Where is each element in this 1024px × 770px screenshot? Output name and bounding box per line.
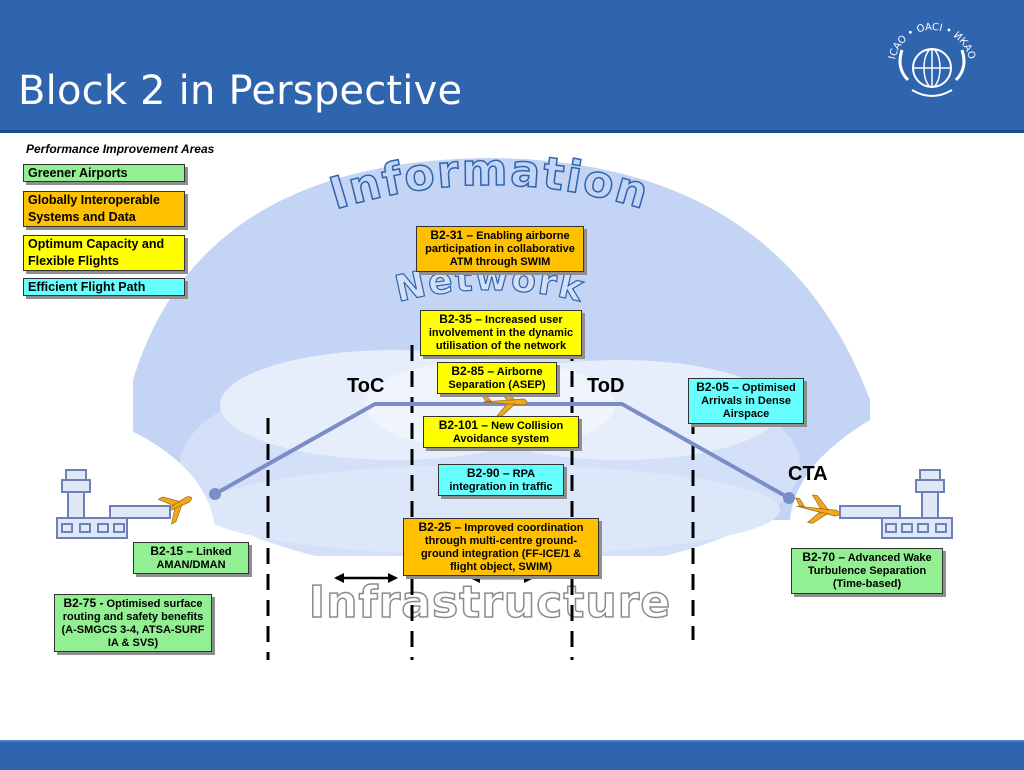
legend-globally-interoperable: Globally Interoperable Systems and Data: [23, 191, 185, 227]
module-b2-25: B2-25 – Improved coordination through mu…: [403, 518, 599, 576]
module-b2-101: B2-101 – New Collision Avoidance system: [423, 416, 579, 448]
module-b2-75: B2-75 - Optimised surface routing and sa…: [54, 594, 212, 652]
module-b2-70: B2-70 – Advanced Wake Turbulence Separat…: [791, 548, 943, 594]
module-b2-85: B2-85 – Airborne Separation (ASEP): [437, 362, 557, 394]
slide-footer: [0, 740, 1024, 770]
arrival-point: [783, 492, 795, 504]
infrastructure-label: Infrastructure: [309, 577, 671, 628]
cta-label: CTA: [788, 463, 828, 485]
module-b2-35: B2-35 – Increased user involvement in th…: [420, 310, 582, 356]
flight-path: [214, 402, 790, 500]
legend-greener-airports: Greener Airports: [23, 164, 185, 182]
legend-optimum-capacity: Optimum Capacity and Flexible Flights: [23, 235, 185, 271]
module-b2-15: B2-15 – Linked AMAN/DMAN: [133, 542, 249, 574]
legend-efficient-flight-path: Efficient Flight Path: [23, 278, 185, 296]
slide-header: [0, 0, 1024, 130]
toc-label: ToC: [347, 375, 385, 397]
icao-logo: ICAO • OACI • ИКАО: [887, 22, 977, 97]
module-b2-90: B2-90 – RPA integration in traffic: [438, 464, 564, 496]
slide-title: Block 2 in Perspective: [18, 68, 463, 114]
tod-label: ToD: [587, 375, 625, 397]
header-divider: [0, 130, 1024, 133]
legend-title: Performance Improvement Areas: [26, 142, 215, 156]
information-label: Information: [324, 145, 655, 220]
left-airport-icon: [56, 469, 171, 539]
departure-point: [209, 488, 221, 500]
right-airport-icon: [839, 469, 953, 539]
module-b2-31: B2-31 – Enabling airborne participation …: [416, 226, 584, 272]
module-b2-05: B2-05 – Optimised Arrivals in Dense Airs…: [688, 378, 804, 424]
